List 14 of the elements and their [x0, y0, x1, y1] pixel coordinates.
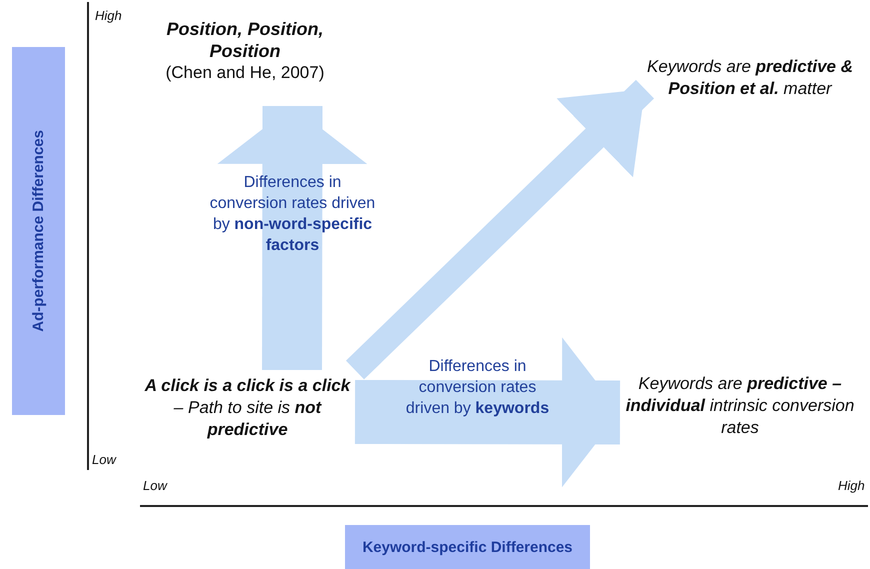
edge-label: Differences in conversion rates driven by non-word-specific factors — [208, 173, 376, 256]
quadrant-text: Keywords are predictive & Position et al. matter — [645, 22, 855, 134]
axis-tick-label: Low — [143, 478, 167, 493]
axis-tick-label: Low — [92, 452, 116, 467]
quadrant-text: Keywords are predictive – individual intrinsic conversion rates — [620, 352, 860, 460]
edge-label: Differences in conversion rates driven by keywords — [404, 357, 550, 419]
axis-tick-label: High — [95, 8, 122, 23]
axis-tick-label: High — [838, 478, 865, 493]
axis-title: Keyword-specific Differences — [345, 525, 590, 569]
citation-text: (Chen and He, 2007) — [164, 62, 326, 84]
block-arrow — [217, 106, 368, 370]
quadrant-text: A click is a click is a click – Path to site is not predictive — [140, 370, 355, 445]
axis-title: Ad-performance Differences — [12, 47, 65, 415]
quadrant-heading: Position, Position, Position — [166, 18, 324, 62]
